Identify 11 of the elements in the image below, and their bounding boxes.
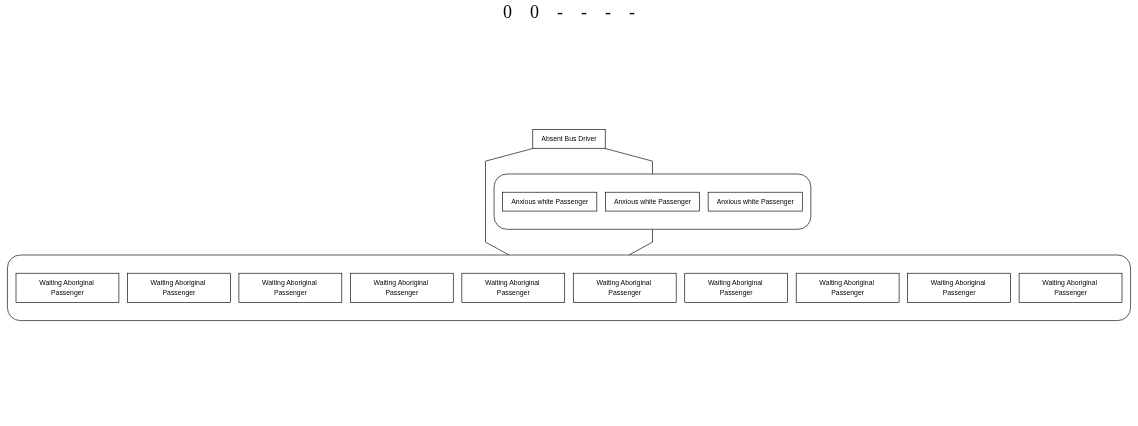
connector [604, 147, 653, 175]
connector [628, 228, 653, 256]
end-mark-label: 0 [530, 1, 539, 23]
end-mark-label: - [629, 1, 635, 23]
end-mark-label: - [605, 1, 611, 23]
end-mark-label: - [557, 1, 563, 23]
cluster [493, 173, 812, 230]
connector [485, 147, 534, 256]
cluster [7, 254, 1131, 321]
end-mark-label: 0 [503, 1, 512, 23]
end-mark-label: - [581, 1, 587, 23]
